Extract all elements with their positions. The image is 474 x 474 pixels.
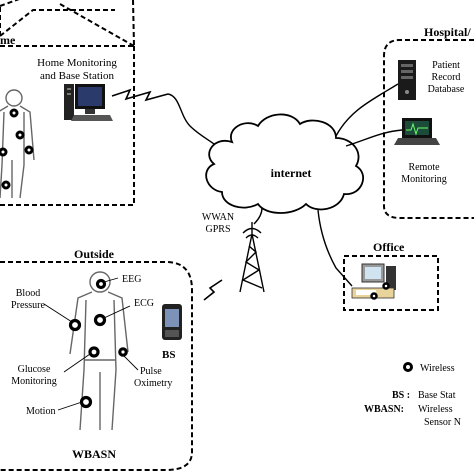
hospital-zone: Hospital/ Patient Record Database Remote… xyxy=(335,25,474,219)
legend-wbasn-key: WBASN: xyxy=(364,404,404,415)
hospital-title: Hospital/ xyxy=(424,25,471,39)
wbasn-label: WBASN xyxy=(72,447,116,461)
outside-zone: Outside EEG ECG Blood Pressure Glu xyxy=(0,247,193,471)
legend: Wireless BS : Base Stat WBASN: Wireless … xyxy=(364,362,461,428)
legend-wireless-node-icon xyxy=(403,362,413,372)
motion-label: Motion xyxy=(26,406,55,417)
outside-title: Outside xyxy=(74,247,115,261)
home-internet-cable xyxy=(167,93,223,151)
antenna-tower-icon xyxy=(239,222,265,293)
outside-person-figure xyxy=(69,271,129,431)
legend-bs-value: Base Stat xyxy=(418,390,456,401)
office-internet-cable xyxy=(317,209,353,287)
outside-sensor-leaders xyxy=(43,277,139,411)
glucose-monitoring-label: Glucose xyxy=(18,364,51,375)
home-title: me xyxy=(0,33,16,47)
hospital-cable-remote xyxy=(345,129,403,147)
database-server-icon xyxy=(398,60,416,100)
svg-text:Monitoring: Monitoring xyxy=(11,376,57,387)
internet-label: internet xyxy=(271,166,312,180)
ecg-label: ECG xyxy=(134,298,154,309)
office-zone: Office xyxy=(343,240,439,311)
hospital-cable-db xyxy=(335,83,399,137)
eeg-label: EEG xyxy=(122,274,141,285)
home-computer-icon xyxy=(64,84,113,121)
legend-wireless-label: Wireless xyxy=(420,363,455,374)
home-link-bolt xyxy=(111,88,169,102)
svg-text:Record: Record xyxy=(432,72,461,83)
svg-text:Pressure: Pressure xyxy=(11,300,45,311)
svg-text:and Base Station: and Base Station xyxy=(40,70,114,82)
legend-bs-key: BS : xyxy=(392,390,410,401)
home-station-label: Home Monitoring xyxy=(37,57,117,69)
blood-pressure-label: Blood xyxy=(16,288,40,299)
wwan-tower: WWAN GPRS xyxy=(202,212,265,293)
remote-monitoring-laptop-icon xyxy=(394,118,440,145)
svg-text:Monitoring: Monitoring xyxy=(401,174,447,185)
internet-cloud: internet xyxy=(205,113,364,214)
svg-text:GPRS: GPRS xyxy=(205,224,230,235)
tower-internet-cable xyxy=(253,207,263,225)
home-zone: me Home Monitoring and Base Station xyxy=(0,0,135,206)
outside-sensor-nodes xyxy=(68,278,128,409)
legend-wbasn-line2: Sensor N xyxy=(424,417,461,428)
office-sensor-nodes xyxy=(370,282,390,300)
wwan-label: WWAN xyxy=(202,212,234,223)
base-station-phone-icon xyxy=(162,304,182,340)
outside-link-bolt xyxy=(203,279,223,301)
svg-text:Database: Database xyxy=(428,84,465,95)
home-person-figure xyxy=(0,89,35,199)
office-title: Office xyxy=(373,240,405,254)
bs-label: BS xyxy=(162,349,175,361)
pulse-oximetry-label: Pulse xyxy=(140,366,162,377)
svg-text:Oximetry: Oximetry xyxy=(134,378,172,389)
home-sensor-nodes xyxy=(0,108,34,190)
remote-monitoring-label: Remote xyxy=(408,162,440,173)
legend-wbasn-line1: Wireless xyxy=(418,404,453,415)
database-label: Patient xyxy=(432,60,460,71)
